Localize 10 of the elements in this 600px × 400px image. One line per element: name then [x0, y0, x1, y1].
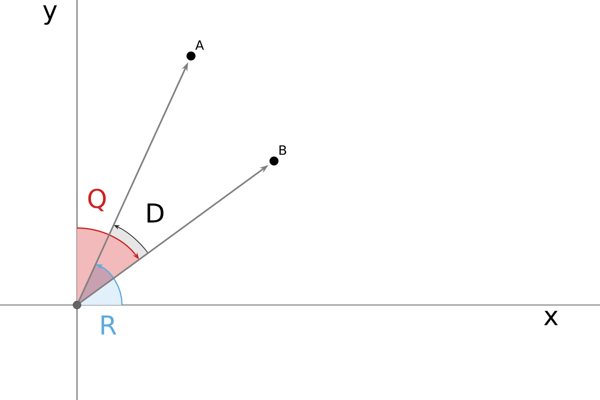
angle-label: D	[148, 204, 164, 222]
axis-label: x	[544, 310, 558, 326]
point	[270, 156, 278, 166]
point-label: A	[195, 40, 204, 50]
point-label: B	[279, 145, 286, 155]
angle-label: Q	[88, 188, 106, 212]
angle-label: R	[102, 316, 116, 334]
point	[72, 300, 82, 310]
axis-label: y	[43, 5, 57, 25]
point	[186, 52, 196, 60]
